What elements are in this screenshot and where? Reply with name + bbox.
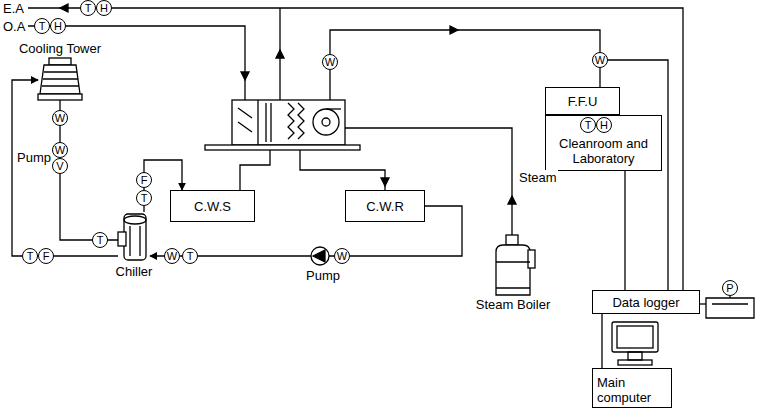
pump-symbol bbox=[311, 247, 329, 265]
steam-boiler-icon bbox=[496, 235, 535, 295]
steam-pipe bbox=[345, 128, 512, 235]
pipe-connector bbox=[624, 171, 625, 290]
node-label: F.F.U bbox=[568, 94, 598, 109]
sensor-symbol: T bbox=[136, 190, 152, 206]
node-label: Steam Boiler bbox=[476, 297, 550, 312]
node-label: C.W.S bbox=[194, 199, 231, 214]
flow-arrow bbox=[508, 196, 516, 204]
sensor-symbol: H bbox=[596, 117, 612, 133]
cooling-tower-icon bbox=[38, 58, 82, 100]
chiller: Chiller bbox=[118, 212, 150, 262]
text-label: Pump bbox=[16, 150, 52, 165]
sensor-symbol: T bbox=[580, 117, 596, 133]
text-label: O.A bbox=[2, 19, 26, 34]
logger-box: Data logger bbox=[592, 290, 700, 314]
sensor-symbol: T bbox=[80, 0, 96, 16]
node-label: Data logger bbox=[612, 295, 679, 310]
sensor-symbol: P bbox=[722, 280, 738, 296]
sensor-symbol: T bbox=[182, 248, 198, 264]
sensor-symbol: H bbox=[50, 18, 66, 34]
text-label: Steam bbox=[518, 170, 558, 185]
sensor-symbol: W bbox=[322, 54, 338, 70]
sensor-symbol: T bbox=[34, 18, 50, 34]
text-label: E.A bbox=[2, 1, 25, 16]
exhaust-air-duct bbox=[28, 8, 683, 290]
node-label: C.W.R bbox=[366, 199, 404, 214]
flow-arrow bbox=[450, 26, 458, 34]
text-label: Pump bbox=[305, 268, 341, 283]
air-handling-unit bbox=[205, 100, 360, 150]
printer-icon bbox=[700, 296, 754, 318]
sensor-symbol: V bbox=[52, 158, 68, 174]
sensor-symbol: W bbox=[52, 110, 68, 126]
cooling-tower: Cooling Tower bbox=[38, 58, 82, 100]
sensor-symbol: T bbox=[92, 232, 108, 248]
node-label: Cleanroom and Laboratory bbox=[550, 136, 657, 166]
pump-arrow bbox=[313, 250, 325, 262]
sensor-symbol: F bbox=[38, 248, 54, 264]
sensor-symbol: W bbox=[334, 248, 350, 264]
pipe-connector bbox=[60, 100, 118, 240]
sensor-symbol: W bbox=[592, 52, 608, 68]
node-label: Chiller bbox=[116, 264, 153, 279]
computer-icon bbox=[612, 322, 658, 365]
node-label: Cooling Tower bbox=[19, 41, 101, 56]
pipe-connector bbox=[12, 80, 118, 256]
flow-arrow bbox=[241, 72, 249, 80]
flow-arrow bbox=[60, 4, 68, 12]
ffu-box: F.F.U bbox=[545, 87, 620, 115]
computer-box: Main computer bbox=[592, 368, 672, 408]
sensor-symbol: H bbox=[96, 0, 112, 16]
chilled-water-supply-pipe bbox=[240, 150, 270, 190]
steam-boiler: Steam Boiler bbox=[492, 235, 534, 295]
outdoor-air-duct bbox=[28, 26, 245, 100]
flow-arrow bbox=[381, 178, 389, 186]
sensor-symbol: W bbox=[52, 142, 68, 158]
tank-box: C.W.R bbox=[345, 190, 425, 222]
sensor-symbol: W bbox=[164, 248, 180, 264]
pipe-connector bbox=[601, 314, 602, 368]
flow-arrow bbox=[276, 50, 284, 58]
node-label: Main computer bbox=[597, 375, 667, 405]
sensor-symbol: T bbox=[22, 248, 38, 264]
chilled-water-return-pipe bbox=[300, 150, 385, 190]
tank-box: C.W.S bbox=[170, 190, 255, 222]
chiller-icon bbox=[118, 214, 146, 260]
sensor-symbol: F bbox=[136, 172, 152, 188]
